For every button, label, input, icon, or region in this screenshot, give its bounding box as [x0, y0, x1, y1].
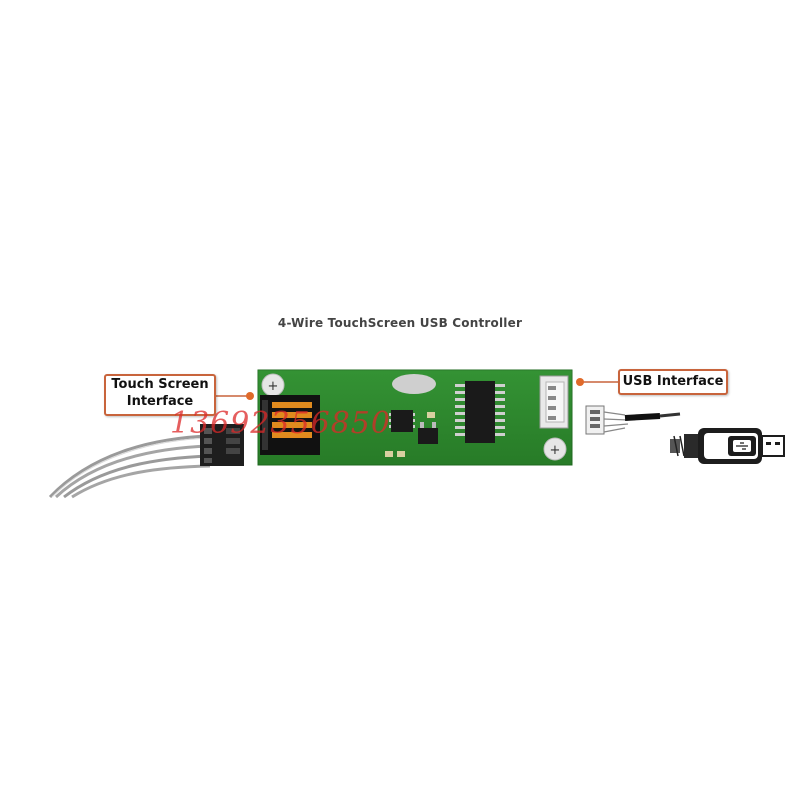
- diagram-title: 4-Wire TouchScreen USB Controller: [277, 316, 523, 330]
- callout-leader-touch: [212, 392, 254, 400]
- touch-connector: [260, 395, 320, 455]
- regulator-chip: [418, 422, 438, 444]
- callout-touch-line2: Interface: [126, 394, 194, 409]
- mounting-hole-bottom-right: +: [543, 437, 567, 461]
- svg-text:+: +: [550, 443, 561, 458]
- callout-touch-screen-interface: Touch Screen Interface: [104, 374, 216, 416]
- mounting-hole-top-left: +: [261, 373, 285, 397]
- svg-text:+: +: [268, 379, 279, 394]
- callout-touch-line1: Touch Screen: [111, 377, 209, 392]
- ribbon-connector: [200, 424, 244, 466]
- callout-leader-usb: [576, 378, 618, 386]
- usb-wire-connector: [585, 405, 681, 435]
- watermark-text: 13692356850: [170, 406, 391, 441]
- usb-plug: [670, 428, 785, 464]
- small-chip: [389, 410, 415, 432]
- smd-components: [385, 412, 435, 457]
- callout-usb-interface: USB Interface: [618, 369, 728, 395]
- ribbon-cable: [48, 434, 211, 499]
- main-ic: [455, 381, 505, 443]
- usb-header: [539, 375, 569, 429]
- oval-pad: [392, 374, 436, 394]
